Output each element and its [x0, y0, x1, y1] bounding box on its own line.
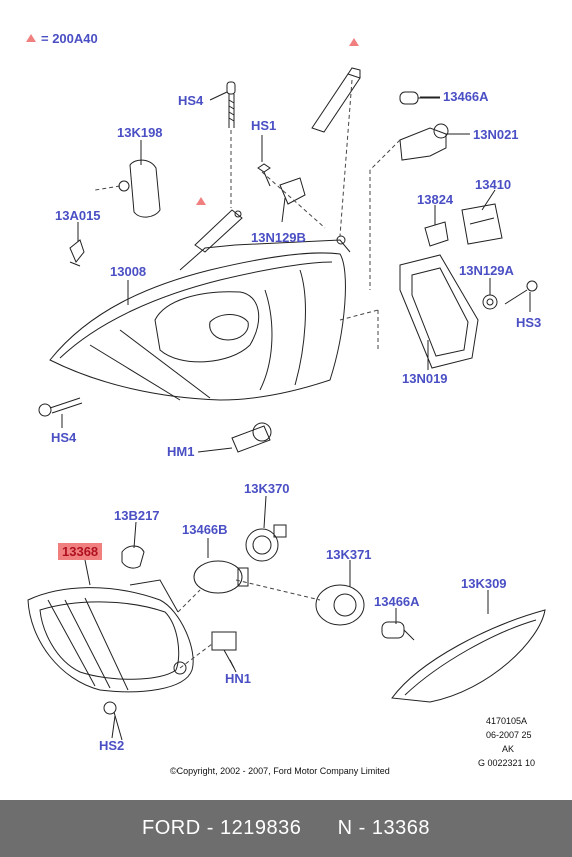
ref-line-2: 06-2007 25 [486, 730, 532, 740]
legend-text: = 200A40 [41, 31, 98, 46]
bracket-with-triangle [194, 209, 243, 253]
label-13n021: 13N021 [473, 127, 519, 142]
label-13b217: 13B217 [114, 508, 160, 523]
label-13824: 13824 [417, 192, 454, 207]
label-hm1: HM1 [167, 444, 195, 459]
ref-line-1: 4170105A [486, 716, 528, 726]
label-13a015: 13A015 [55, 208, 101, 223]
label-13410: 13410 [475, 177, 512, 192]
footer-bar: FORD - 1219836 N - 13368 [0, 800, 572, 857]
bolt-hs3 [504, 280, 538, 305]
label-13n019: 13N019 [402, 371, 448, 386]
ref-line-3: AK [502, 744, 515, 754]
bulb-13466a-bottom [381, 621, 415, 641]
cover-13n019 [399, 254, 479, 369]
label-13n129a: 13N129A [459, 263, 514, 278]
bulb-13466b [193, 560, 249, 594]
label-13k309: 13K309 [461, 576, 507, 591]
parts-diagram [27, 38, 546, 741]
triangle-icon [26, 34, 36, 42]
bolt-hs1 [257, 163, 271, 187]
label-hn1: HN1 [225, 671, 252, 686]
side-repeater-13k309 [391, 609, 546, 703]
clip-13a015 [69, 239, 85, 267]
label-13008: 13008 [110, 264, 147, 279]
socket-13k371 [315, 584, 365, 626]
ref-line-4: G 0022321 10 [478, 758, 536, 768]
clip-13824 [424, 221, 449, 247]
socket-13b217 [121, 545, 145, 569]
legend: = 200A40 [26, 31, 98, 46]
connector-13410 [461, 203, 503, 245]
nut-13n129b [279, 177, 306, 205]
label-hs1: HS1 [251, 118, 277, 133]
label-hs3: HS3 [516, 315, 542, 330]
label-13368-highlighted: 13368 [58, 543, 103, 560]
label-13466b: 13466B [182, 522, 228, 537]
screw-hm1 [231, 422, 272, 453]
label-13466a-top: 13466A [443, 89, 489, 104]
label-hs4-bottom: HS4 [51, 430, 77, 445]
label-hs2: HS2 [99, 738, 125, 753]
bulb-13n021 [399, 123, 449, 161]
socket-13k370 [245, 524, 287, 562]
label-13k371: 13K371 [326, 547, 372, 562]
connector-hn1 [211, 631, 237, 669]
label-13k198: 13K198 [117, 125, 163, 140]
label-13k370: 13K370 [244, 481, 290, 496]
label-hs4-top: HS4 [178, 93, 204, 108]
bolt-hs4-bottom [38, 397, 83, 417]
label-13n129b: 13N129B [251, 230, 306, 245]
copyright-text: ©Copyright, 2002 - 2007, Ford Motor Comp… [170, 766, 390, 776]
headlamp-assembly [49, 235, 351, 401]
triangle-marker-icon [349, 38, 359, 46]
bracket-top-right [311, 67, 361, 133]
label-13466a-bottom: 13466A [374, 594, 420, 609]
bolt-hs4-top [226, 81, 236, 128]
footer-part-numbers: FORD - 1219836 N - 13368 [142, 817, 430, 839]
washer-13n129a [482, 294, 498, 310]
triangle-marker-icon [196, 197, 206, 205]
indicator-lamp-13368 [27, 579, 194, 693]
connector-13k198 [118, 159, 161, 218]
bulb-13466a-top [399, 91, 440, 105]
